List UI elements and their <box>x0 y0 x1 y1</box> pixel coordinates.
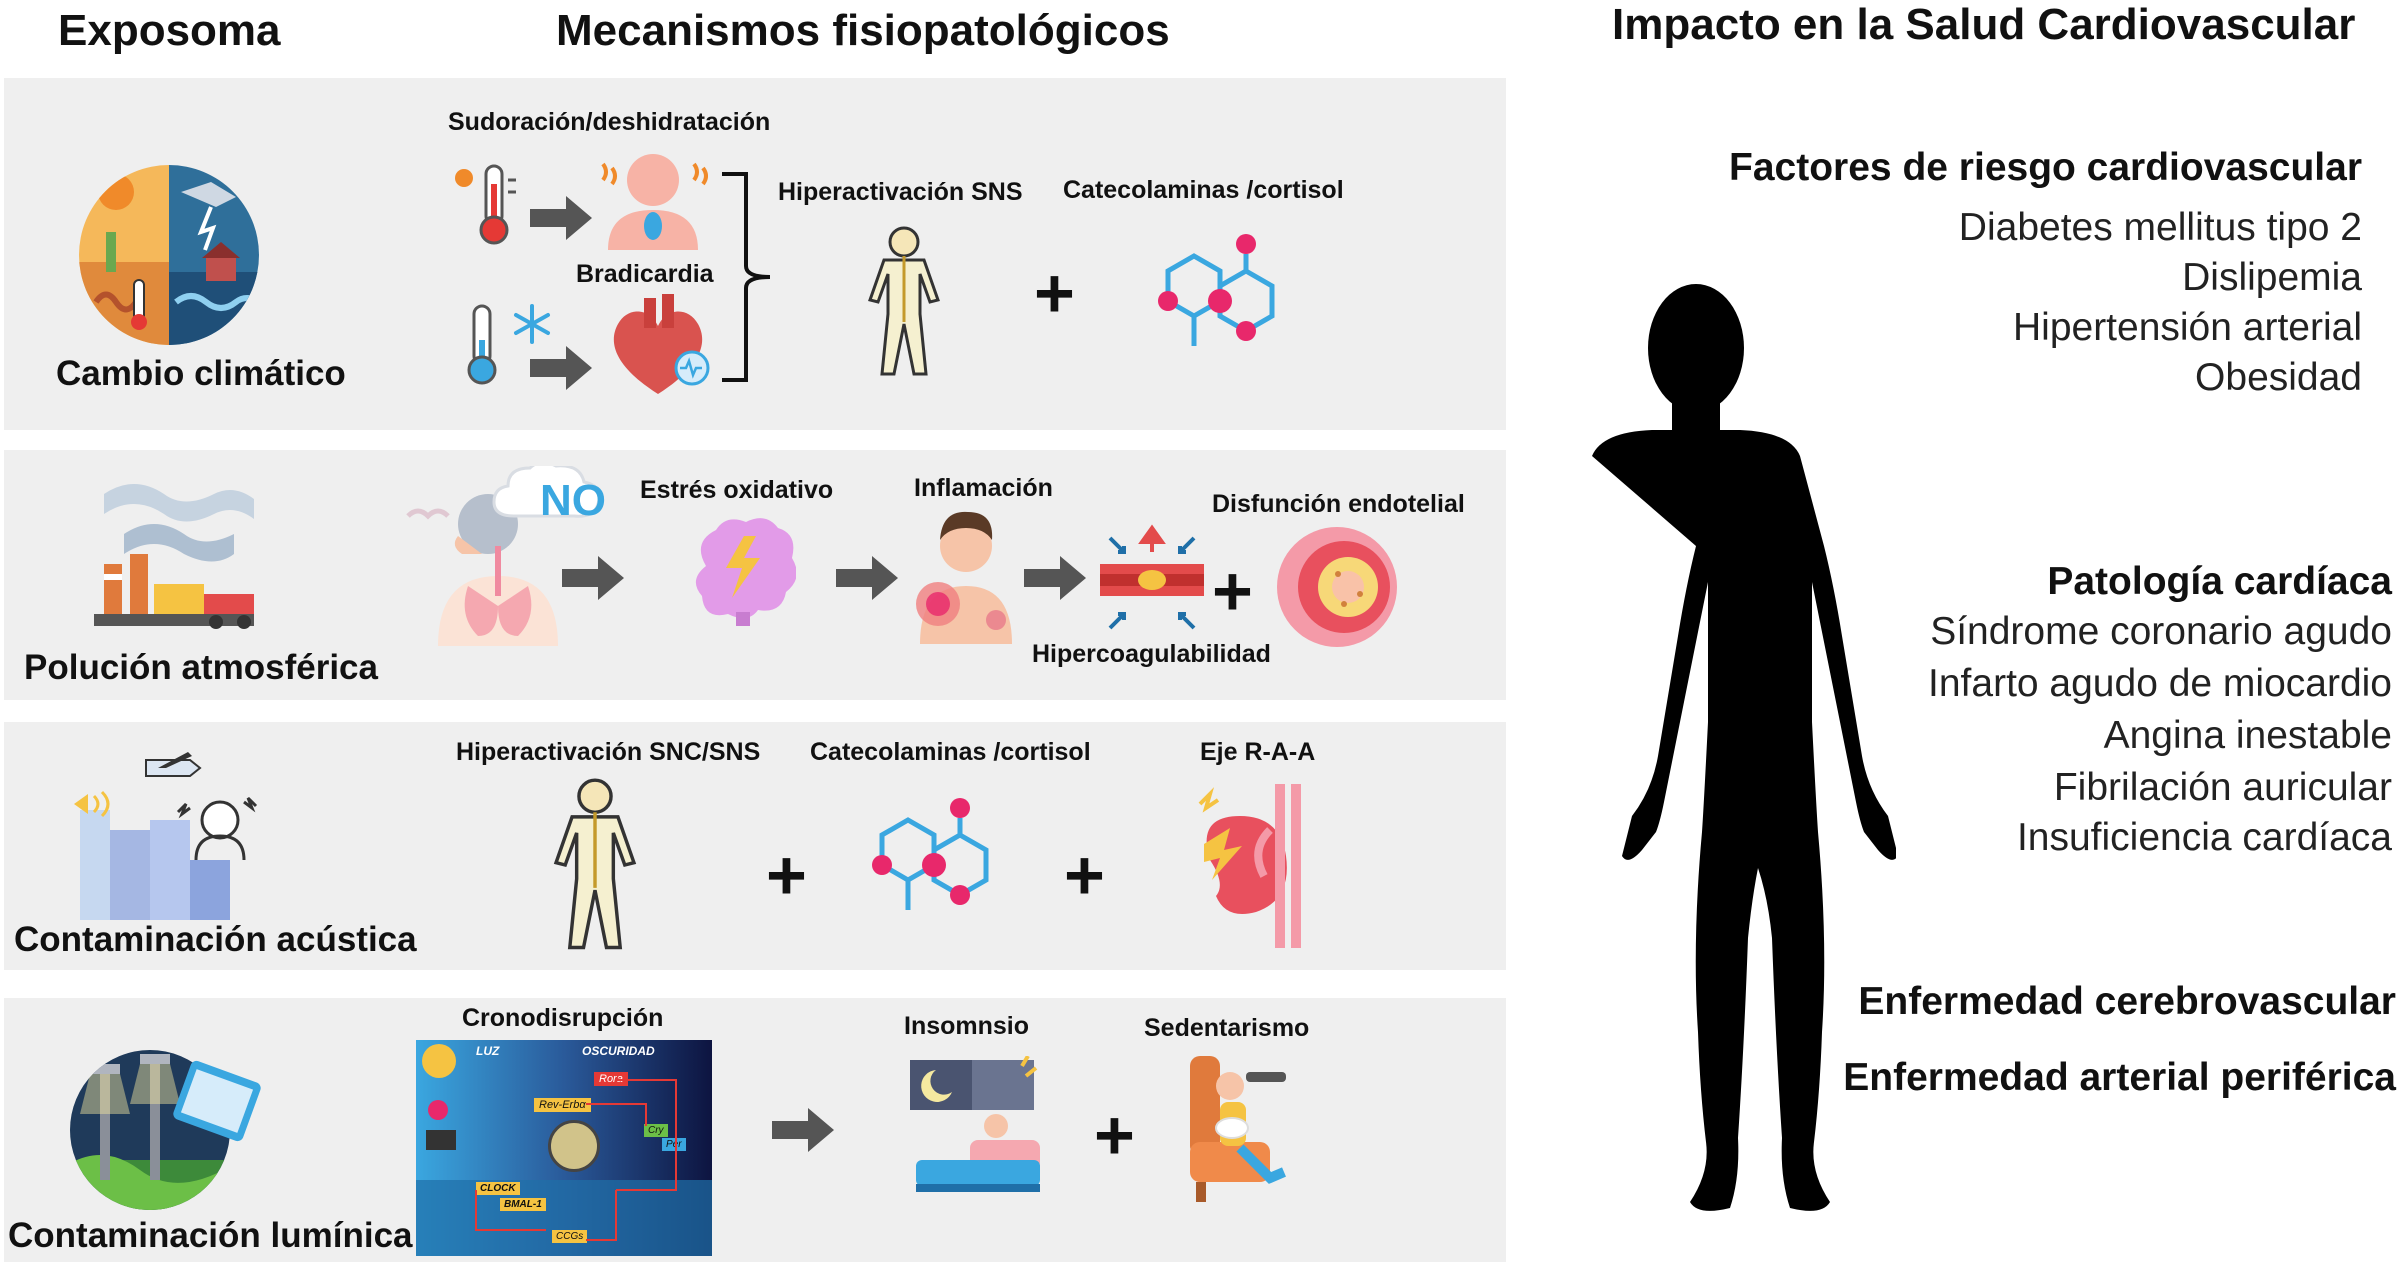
label-sedentarismo: Sedentarismo <box>1144 1014 1310 1042</box>
no-gas-label: NO <box>540 476 606 525</box>
gene-reverba: Rev-Erbα <box>534 1098 591 1112</box>
label-raa: Eje R-A-A <box>1200 738 1316 766</box>
cerebrovascular-title: Enfermedad cerebrovascular <box>1858 980 2396 1023</box>
periferica-title: Enfermedad arterial periférica <box>1843 1056 2396 1099</box>
riesgo-item-obesidad: Obesidad <box>2195 356 2362 399</box>
label-oscuridad: OSCURIDAD <box>582 1044 655 1058</box>
riesgo-item-diabetes: Diabetes mellitus tipo 2 <box>1958 206 2362 249</box>
arrow-sudoracion <box>530 196 592 240</box>
patologia-item-iam: Infarto agudo de miocardio <box>1928 662 2392 705</box>
exposure-label-polucion: Polución atmosférica <box>24 648 378 687</box>
breathing-person-icon <box>398 466 628 646</box>
panel-luminica <box>4 998 1506 1262</box>
sweating-person-icon <box>598 140 708 250</box>
label-insomnio: Insomnsio <box>904 1012 1030 1040</box>
nervous-system-icon-2 <box>540 776 650 954</box>
nervous-system-icon <box>856 226 952 378</box>
label-catecolaminas-2: Catecolaminas /cortisol <box>810 738 1091 766</box>
factory-pollution-icon <box>84 474 264 634</box>
label-crono: Cronodisrupción <box>462 1004 664 1032</box>
exposoma-header: Exposoma <box>58 6 281 55</box>
label-inflamacion: Inflamación <box>914 474 1053 502</box>
arrow-bradicardia <box>530 346 592 390</box>
label-hipercoag: Hipercoagulabilidad <box>1032 640 1271 668</box>
label-snc: Hiperactivación SNC/SNS <box>456 738 761 766</box>
patologia-item-sca: Síndrome coronario agudo <box>1930 610 2392 653</box>
arrow-crono <box>772 1108 834 1152</box>
gene-clock: CLOCK <box>476 1182 520 1195</box>
gene-ccgs: CCGs <box>552 1230 588 1243</box>
label-catecolaminas-1: Catecolaminas /cortisol <box>1063 176 1344 204</box>
circadian-clock-diagram: LUZ OSCURIDAD Rora Rev-Erbα Cry Per CLOC… <box>416 1040 712 1256</box>
hormone-molecule-icon-2 <box>862 790 1002 930</box>
diagram-sea <box>416 1180 712 1256</box>
heart-icon <box>604 290 712 400</box>
impacto-header: Impacto en la Salud Cardiovascular <box>1612 0 2356 49</box>
hormone-molecule-icon <box>1148 226 1288 366</box>
arrow-inflamacion <box>836 556 898 600</box>
insomnia-bed-icon <box>906 1056 1046 1196</box>
gene-per: Per <box>662 1138 686 1151</box>
riesgo-title: Factores de riesgo cardiovascular <box>1729 146 2362 189</box>
label-luz: LUZ <box>476 1044 500 1058</box>
plus-2: + <box>1212 552 1253 630</box>
arrow-disfuncion <box>1024 556 1086 600</box>
plus-1: + <box>1034 254 1075 332</box>
endothelium-icon <box>1274 524 1400 650</box>
exposure-label-cambio-climatico: Cambio climático <box>56 354 346 393</box>
arrow-estres <box>562 556 624 600</box>
climate-globe-icon <box>76 162 262 348</box>
sun-icon <box>422 1044 456 1078</box>
kidney-icon <box>1180 780 1310 952</box>
gene-bmal1: BMAL-1 <box>500 1198 546 1211</box>
hot-thermometer-icon <box>450 162 526 246</box>
sedentary-person-icon <box>1186 1052 1306 1208</box>
riesgo-item-hipertension: Hipertensión arterial <box>2012 306 2362 349</box>
city-noise-icon <box>70 750 270 920</box>
label-estres: Estrés oxidativo <box>640 476 834 504</box>
patologia-title: Patología cardíaca <box>2047 560 2392 603</box>
clock-icon <box>548 1120 600 1172</box>
plus-4: + <box>1064 836 1105 914</box>
merge-bracket <box>722 172 771 382</box>
patologia-item-fibrilacion: Fibrilación auricular <box>2053 766 2392 809</box>
diagram-pathways <box>426 1079 677 1241</box>
cold-thermometer-icon <box>462 300 558 390</box>
exposure-label-acustica: Contaminación acústica <box>14 920 417 959</box>
label-bradicardia: Bradicardia <box>576 260 714 288</box>
riesgo-item-dislipemia: Dislipemia <box>2182 256 2362 299</box>
gene-rora: Rora <box>594 1072 628 1086</box>
plus-5: + <box>1094 1096 1135 1174</box>
patologia-item-angina: Angina inestable <box>2103 714 2392 757</box>
exposure-label-luminica: Contaminación lumínica <box>8 1216 413 1255</box>
label-disfuncion: Disfunción endotelial <box>1212 490 1465 518</box>
brain-stress-icon <box>686 516 796 628</box>
plus-3: + <box>766 836 807 914</box>
label-sns: Hiperactivación SNS <box>778 178 1023 206</box>
gene-cry: Cry <box>644 1124 668 1137</box>
inflamed-person-icon <box>916 508 1016 644</box>
mecanismos-header: Mecanismos fisiopatológicos <box>556 6 1170 55</box>
light-pollution-icon <box>60 1040 270 1210</box>
label-sudoracion: Sudoración/deshidratación <box>448 108 771 136</box>
human-silhouette <box>1496 276 1896 1266</box>
blood-vessel-clot-icon <box>1096 524 1208 634</box>
patologia-item-insuficiencia: Insuficiencia cardíaca <box>2016 816 2392 859</box>
